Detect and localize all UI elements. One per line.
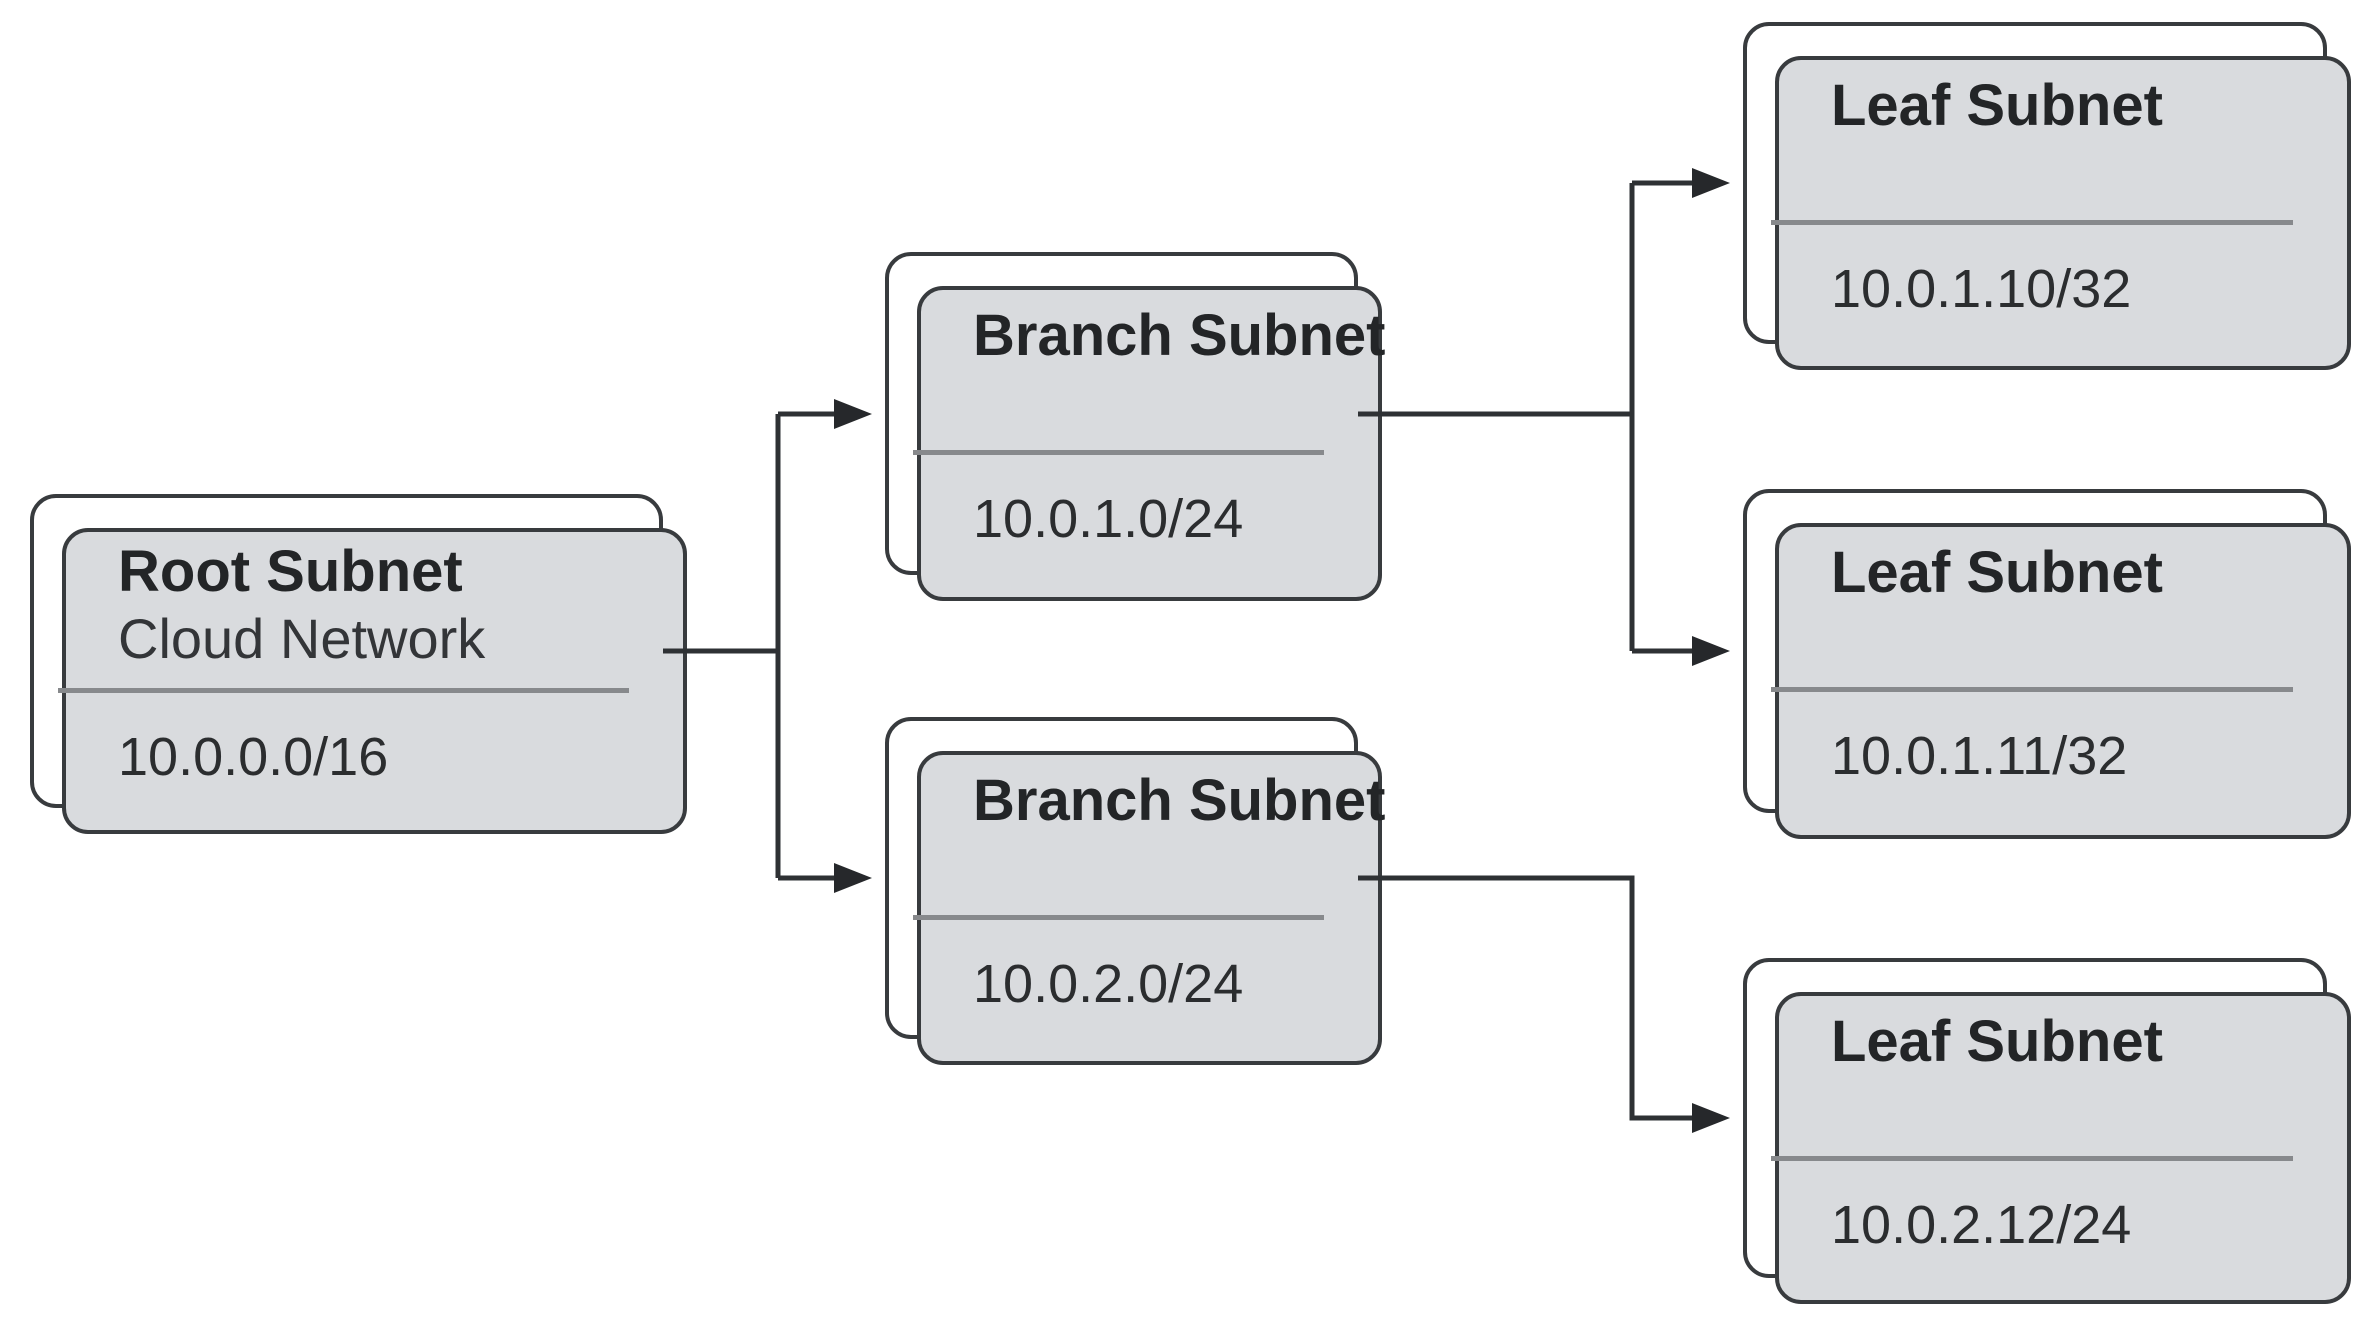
card-divider: [1771, 220, 2293, 225]
node-cidr: 10.0.2.12/24: [1831, 1195, 2132, 1255]
arrowhead: [1692, 636, 1730, 666]
node-title: Leaf Subnet: [1831, 1009, 2163, 1074]
card-divider: [1771, 687, 2293, 692]
card-divider: [58, 688, 629, 693]
card-divider: [913, 915, 1324, 920]
node-subtitle: Cloud Network: [118, 607, 486, 670]
node-leaf-subnet-1: Leaf Subnet 10.0.1.10/32: [1743, 22, 2351, 370]
card-divider: [1771, 1156, 2293, 1161]
node-title: Root Subnet: [118, 539, 463, 604]
node-title: Branch Subnet: [973, 768, 1386, 833]
node-cidr: 10.0.0.0/16: [118, 727, 389, 787]
arrowhead: [1692, 1103, 1730, 1133]
arrowhead: [834, 399, 872, 429]
edge-branch1-to-leaves: [1358, 180, 1698, 654]
node-cidr: 10.0.1.11/32: [1831, 726, 2128, 786]
node-root-subnet: Root Subnet Cloud Network 10.0.0.0/16: [30, 494, 687, 834]
node-leaf-subnet-2: Leaf Subnet 10.0.1.11/32: [1743, 489, 2351, 839]
node-cidr: 10.0.1.0/24: [973, 489, 1244, 549]
edge-root-to-branches: [663, 411, 840, 881]
arrowhead: [1692, 168, 1730, 198]
node-cidr: 10.0.2.0/24: [973, 954, 1244, 1014]
node-title: Branch Subnet: [973, 303, 1386, 368]
node-branch-subnet-2: Branch Subnet 10.0.2.0/24: [885, 717, 1386, 1065]
node-cidr: 10.0.1.10/32: [1831, 259, 2132, 319]
node-branch-subnet-1: Branch Subnet 10.0.1.0/24: [885, 252, 1386, 601]
node-title: Leaf Subnet: [1831, 540, 2163, 605]
card-divider: [913, 450, 1324, 455]
node-title: Leaf Subnet: [1831, 73, 2163, 138]
edge-branch2-to-leaf3: [1358, 875, 1698, 1121]
node-leaf-subnet-3: Leaf Subnet 10.0.2.12/24: [1743, 958, 2351, 1304]
arrowhead: [834, 863, 872, 893]
